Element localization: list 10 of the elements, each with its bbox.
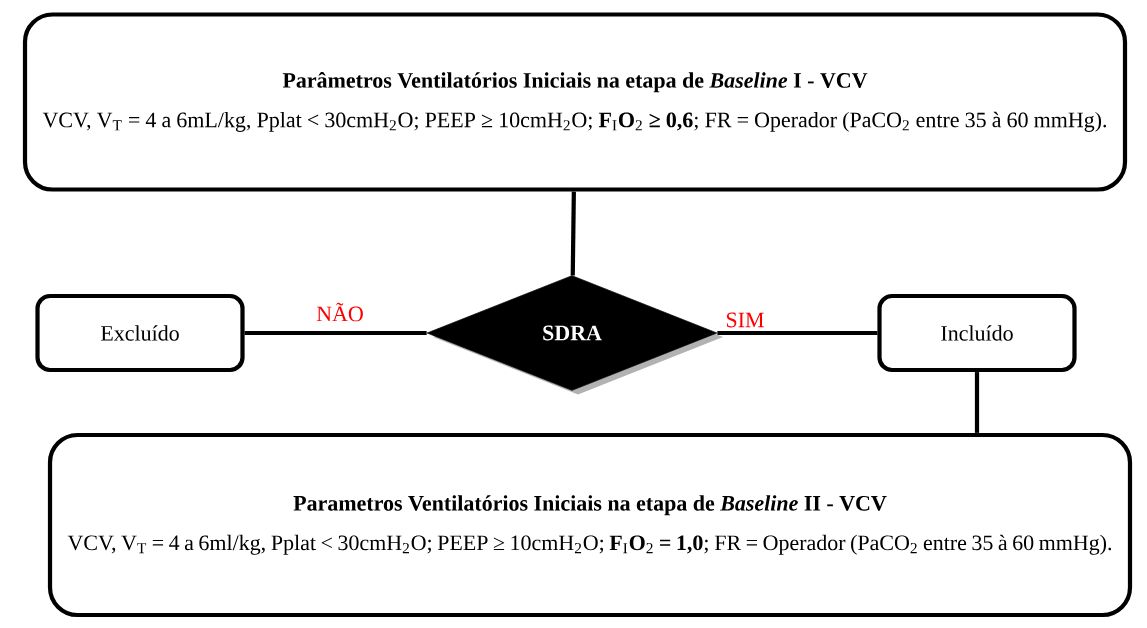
connector-line bbox=[717, 330, 878, 336]
rounded-box: Excluído bbox=[35, 293, 245, 373]
rounded-box: Parametros Ventilatórios Iniciais na etapa de Baseline II - VCV VCV, V$_{T}$ = 4 a 6ml/kg, Pplat < 30cmH$_{2}$O; PEEP ≥ 10cmH$_{2}$O; F$_{I}$O$_{2}$ = 1,0; FR = Operador (PaCO$_{2}$ entre 35 à 60 mmHg). bbox=[47, 432, 1133, 618]
edge-label: SIM bbox=[723, 310, 767, 330]
edge-label: NÃO bbox=[314, 300, 366, 324]
rounded-box: Incluído bbox=[877, 293, 1077, 373]
connector-line bbox=[244, 330, 427, 336]
rounded-box: Parâmetros Ventilatórios Iniciais na etapa de Baseline I - VCV VCV, V$_{T}$ = 4 a 6mL/kg, Pplat < 30cmH$_{2}$O; PEEP ≥ 10cmH$_{2}$O; F$_{I}$O$_{2}$ ≥ 0,6; FR = Operador (PaCO$_{2}$ entre 35 à 60 mmHg). bbox=[22, 12, 1128, 192]
connector-line bbox=[570, 191, 576, 276]
connector-line bbox=[974, 372, 980, 433]
